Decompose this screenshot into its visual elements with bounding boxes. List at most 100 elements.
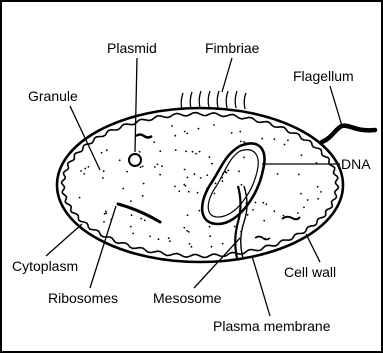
cytoplasm-dot — [283, 215, 285, 217]
label-mesosome: Mesosome — [153, 290, 221, 306]
cytoplasm-dot — [188, 191, 190, 193]
cytoplasm-dot — [263, 220, 265, 222]
cytoplasm-dots — [79, 124, 322, 248]
cytoplasm-dot — [231, 132, 233, 134]
cytoplasm-dot — [191, 246, 193, 248]
cytoplasm-dot — [213, 124, 215, 126]
cytoplasm-dot — [149, 236, 151, 238]
label-cytoplasm: Cytoplasm — [12, 258, 78, 274]
cytoplasm-dot — [197, 192, 199, 194]
cytoplasm-dot — [303, 207, 305, 209]
cytoplasm-dot — [79, 197, 81, 199]
cytoplasm-dot — [185, 185, 187, 187]
cytoplasm-dot — [119, 159, 121, 161]
cytoplasm-dot — [144, 220, 146, 222]
label-dna: DNA — [341, 156, 371, 172]
cytoplasm-dot — [80, 170, 82, 172]
cytoplasm-dot — [159, 150, 161, 152]
cytoplasm-dot — [186, 230, 188, 232]
cytoplasm-dot — [154, 166, 156, 168]
cytoplasm-dot — [317, 186, 319, 188]
cytoplasm-dot — [171, 125, 173, 127]
cytoplasm-dot — [161, 165, 163, 167]
cytoplasm-dot — [241, 184, 243, 186]
cytoplasm-dot — [143, 183, 145, 185]
cytoplasm-dot — [247, 214, 249, 216]
leader-flagellum — [330, 86, 342, 126]
cytoplasm-dot — [88, 166, 90, 168]
cytoplasm-dot — [320, 191, 322, 193]
cytoplasm-dot — [307, 199, 309, 201]
cytoplasm-dot — [298, 174, 300, 176]
cytoplasm-dot — [130, 226, 132, 228]
cytoplasm-dot — [243, 141, 245, 143]
ribosomes — [118, 204, 160, 222]
cytoplasm-dot — [140, 218, 142, 220]
cytoplasm-dot — [84, 168, 86, 170]
cytoplasm-dot — [234, 226, 236, 228]
cytoplasm-dot — [297, 212, 299, 214]
cytoplasm-dot — [262, 202, 264, 204]
cytoplasm-dot — [142, 195, 144, 197]
cytoplasm-dot — [301, 154, 303, 156]
cytoplasm-dot — [194, 173, 196, 175]
cytoplasm-dot — [130, 200, 132, 202]
cytoplasm-dot — [159, 174, 161, 176]
cytoplasm-dot — [274, 138, 276, 140]
cytoplasm-dot — [103, 221, 105, 223]
cytoplasm-dot — [105, 212, 107, 214]
cytoplasm-dot — [211, 246, 213, 248]
cytoplasm-dot — [184, 131, 186, 133]
cytoplasm-dot — [261, 138, 263, 140]
cytoplasm-dot — [215, 183, 217, 185]
cytoplasm-dot — [211, 163, 213, 165]
granule — [136, 135, 152, 138]
cytoplasm-dot — [198, 128, 200, 130]
cytoplasm-dot — [131, 214, 133, 216]
label-cell-wall: Cell wall — [284, 264, 336, 280]
plasma-membrane — [62, 113, 339, 258]
cytoplasm-dot — [195, 153, 197, 155]
cytoplasm-dot — [206, 174, 208, 176]
cytoplasm-dot — [300, 193, 302, 195]
cytoplasm-dot — [142, 166, 144, 168]
cytoplasm-dot — [174, 135, 176, 137]
cell-wall — [57, 108, 343, 262]
cytoplasm-dot — [287, 139, 289, 141]
label-ribosomes: Ribosomes — [48, 290, 118, 306]
cytoplasm-dot — [227, 170, 229, 172]
leader-plasma — [252, 256, 270, 316]
cytoplasm-dot — [139, 151, 141, 153]
cytoplasm-dot — [174, 185, 176, 187]
cytoplasm-dot — [209, 226, 211, 228]
cytoplasm-dot — [188, 231, 190, 233]
cytoplasm-dot — [238, 170, 240, 172]
label-fimbriae: Fimbriae — [205, 40, 259, 56]
cytoplasm-dot — [158, 238, 160, 240]
cytoplasm-dot — [183, 227, 185, 229]
cytoplasm-dot — [184, 169, 186, 171]
cytoplasm-dot — [239, 131, 241, 133]
cytoplasm-dot — [157, 163, 159, 165]
cytoplasm-dot — [169, 240, 171, 242]
cytoplasm-dot — [183, 184, 185, 186]
label-plasmid: Plasmid — [107, 40, 157, 56]
label-flagellum: Flagellum — [293, 68, 354, 84]
cytoplasm-dot — [192, 151, 194, 153]
cytoplasm-dot — [132, 233, 134, 235]
cytoplasm-dot — [175, 149, 177, 151]
plasmid — [129, 154, 141, 166]
cytoplasm-dot — [126, 171, 128, 173]
cytoplasm-dot — [243, 157, 245, 159]
cytoplasm-dot — [104, 213, 106, 215]
cytoplasm-dot — [209, 235, 211, 237]
cytoplasm-dot — [284, 144, 286, 146]
leader-cellwall — [306, 234, 320, 262]
cytoplasm-dot — [273, 210, 275, 212]
cytoplasm-dot — [186, 133, 188, 135]
cytoplasm-dot — [122, 188, 124, 190]
cytoplasm-dot — [222, 243, 224, 245]
flagellum — [322, 126, 375, 142]
cytoplasm-dot — [140, 166, 142, 168]
cytoplasm-dot — [240, 141, 242, 143]
